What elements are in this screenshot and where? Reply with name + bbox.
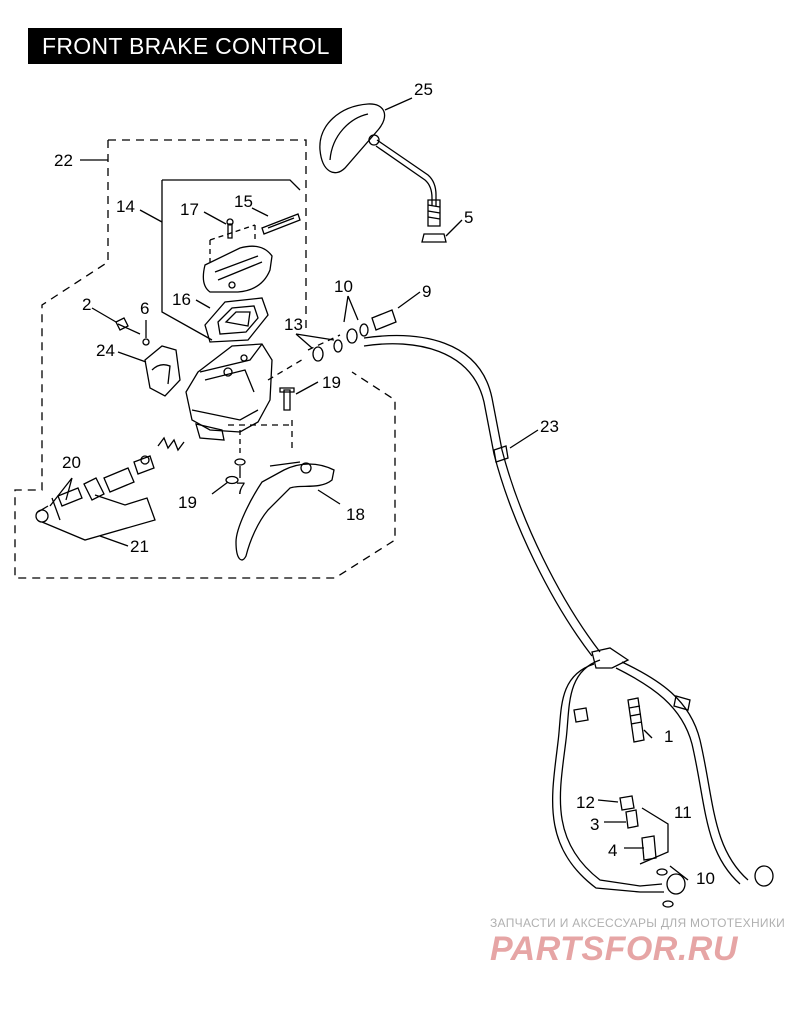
callout-10-lower: 10 xyxy=(696,869,715,888)
callout-19-lower: 19 xyxy=(178,493,197,512)
bleeder-12 xyxy=(619,795,635,811)
washer-10b xyxy=(359,323,369,337)
pivot-bolt-19 xyxy=(283,389,291,411)
callout-11: 11 xyxy=(674,803,692,822)
callout-22: 22 xyxy=(54,151,73,170)
callout-15: 15 xyxy=(234,192,253,211)
callout-20: 20 xyxy=(62,453,81,472)
callout-5: 5 xyxy=(464,208,473,227)
callout-25: 25 xyxy=(414,80,433,99)
callout-4: 4 xyxy=(608,841,617,860)
bleeder-3 xyxy=(625,809,639,829)
clamp-24 xyxy=(144,345,181,397)
callout-17: 17 xyxy=(180,200,199,219)
callout-13: 13 xyxy=(284,315,303,334)
washer-10d xyxy=(662,900,674,908)
clamp-screw-2 xyxy=(117,323,141,335)
lower-hose-right xyxy=(621,661,749,881)
piston-assembly xyxy=(37,497,61,521)
banjo-bolt-9 xyxy=(371,309,397,331)
callout-10-upper: 10 xyxy=(334,277,353,296)
callout-19-upper: 19 xyxy=(322,373,341,392)
callout-16: 16 xyxy=(172,290,191,309)
washer-10a xyxy=(346,328,358,344)
callout-24: 24 xyxy=(96,341,115,360)
diaphragm-16 xyxy=(204,297,269,343)
callout-2: 2 xyxy=(82,295,91,314)
washer-13b xyxy=(333,339,343,353)
callout-21: 21 xyxy=(130,537,149,556)
fitting-left xyxy=(666,873,686,895)
mirror-nut-5 xyxy=(421,233,447,243)
bolt-1 xyxy=(627,697,645,743)
callout-18: 18 xyxy=(346,505,365,524)
washer-19 xyxy=(225,475,239,485)
watermark-caption: ЗАПЧАСТИ И АКСЕССУАРЫ ДЛЯ МОТОТЕХНИКИ xyxy=(490,916,786,930)
fitting-right xyxy=(754,865,774,887)
brake-lever-18 xyxy=(235,463,335,561)
fitting-4 xyxy=(641,835,657,861)
callout-9: 9 xyxy=(422,282,431,301)
piston-spring xyxy=(157,436,185,452)
callout-14: 14 xyxy=(116,197,135,216)
callout-23: 23 xyxy=(540,417,559,436)
washer-13a xyxy=(312,346,324,362)
cover-label-15 xyxy=(261,213,301,235)
callout-12: 12 xyxy=(576,793,595,812)
washer-10c xyxy=(656,868,668,876)
assembly-21-outline xyxy=(228,420,293,452)
cover-screw-17 xyxy=(227,223,233,239)
assembly-21-bracket xyxy=(41,494,156,541)
assembly-22-outline xyxy=(14,139,396,579)
reservoir-cover xyxy=(202,245,273,293)
title-banner: FRONT BRAKE CONTROL xyxy=(28,28,342,64)
callout-6: 6 xyxy=(140,299,149,318)
watermark-logo: PARTSFOR.RU xyxy=(490,930,738,968)
mirror-stem xyxy=(376,139,437,206)
assembly-14-bracket xyxy=(161,179,301,341)
callout-3: 3 xyxy=(590,815,599,834)
washer-7 xyxy=(234,458,246,466)
brake-hose-23 xyxy=(363,334,601,653)
callout-7: 7 xyxy=(236,479,245,498)
hose-splitter xyxy=(591,647,630,669)
page-title: FRONT BRAKE CONTROL xyxy=(42,33,330,59)
lower-hose-left xyxy=(559,659,663,887)
callout-1: 1 xyxy=(664,727,673,746)
mirror-head xyxy=(319,103,386,174)
master-cylinder-body xyxy=(185,343,273,433)
